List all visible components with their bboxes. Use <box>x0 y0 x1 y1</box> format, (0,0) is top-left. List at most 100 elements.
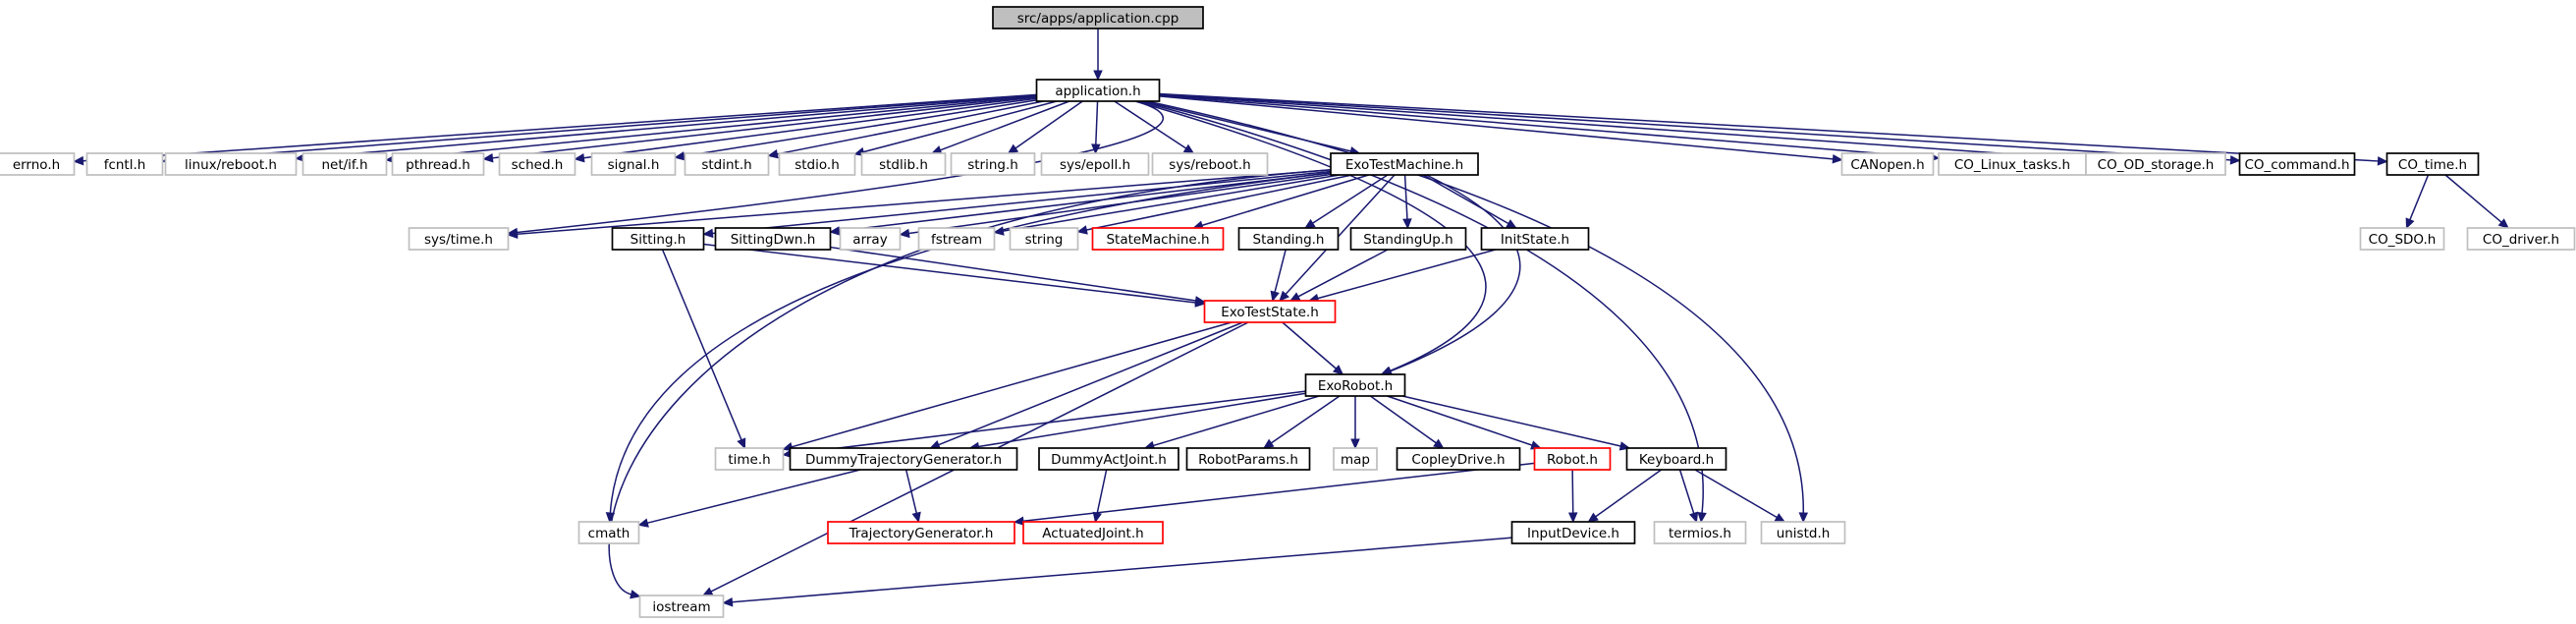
node-box <box>2085 152 2226 176</box>
node-dummyactjoint-h[interactable]: DummyActJoint.h <box>1038 447 1179 471</box>
node-label: stdint.h <box>701 157 751 173</box>
edge-application-h-to-co-command-h <box>1159 93 2241 165</box>
node-trajectorygenerator-h[interactable]: TrajectoryGenerator.h <box>827 521 1015 544</box>
node-box <box>684 152 770 176</box>
node-box <box>1349 227 1467 251</box>
arrowhead <box>2405 217 2415 230</box>
node-robot-h[interactable]: Robot.h <box>1533 447 1612 471</box>
edge-line <box>777 100 1044 155</box>
edge-line <box>647 469 861 524</box>
node-label: linux/reboot.h <box>185 157 277 173</box>
arrowhead <box>1194 296 1206 306</box>
node-label: InitState.h <box>1501 232 1569 248</box>
node-label: string <box>1025 232 1064 248</box>
node-box <box>950 152 1036 176</box>
node-co-time-h[interactable]: CO_time.h <box>2385 152 2480 176</box>
node-string-h: string.h <box>950 152 1036 176</box>
node-label: CO_OD_storage.h <box>2098 157 2215 173</box>
edge-line <box>1571 469 1574 514</box>
edge-line <box>1282 321 1337 369</box>
arrowhead <box>482 153 494 163</box>
node-label: ActuatedJoint.h <box>1042 526 1143 541</box>
node-label: DummyActJoint.h <box>1051 452 1167 468</box>
node-label: Robot.h <box>1547 452 1598 468</box>
node-co-od-storage-h: CO_OD_storage.h <box>2085 152 2226 176</box>
edge-application-h-to-co-time-h <box>1159 92 2388 166</box>
node-cmath: cmath <box>577 521 640 544</box>
edge-dummytrajectorygenerator-h-to-cmath <box>637 469 861 528</box>
edge-exotestmachine-h-to-exoteststate-h <box>1279 174 1396 302</box>
edge-application-h-to-signal-h <box>674 99 1037 161</box>
edge-line <box>904 469 917 514</box>
graph-edges <box>73 28 2509 607</box>
arrowhead <box>1689 511 1699 524</box>
arrowhead <box>1774 513 1786 523</box>
node-fstream: fstream <box>917 227 996 251</box>
node-standing-h[interactable]: Standing.h <box>1237 227 1340 251</box>
node-label: sys/reboot.h <box>1169 157 1250 173</box>
node-stdio-h: stdio.h <box>778 152 856 176</box>
node-box <box>839 227 902 251</box>
node-box <box>0 152 76 176</box>
edge-exorobot-h-to-dummytrajectorygenerator-h <box>968 392 1306 452</box>
edge-line <box>304 94 1037 159</box>
node-box <box>1840 152 1935 176</box>
node-robotparams-h[interactable]: RobotParams.h <box>1185 447 1311 471</box>
node-actuatedjoint-h[interactable]: ActuatedJoint.h <box>1022 521 1164 544</box>
node-box <box>301 152 388 176</box>
node-application-h[interactable]: application.h <box>1035 79 1161 102</box>
edge-application-h-to-co-od-storage-h <box>1159 93 2088 164</box>
node-inputdevice-h[interactable]: InputDevice.h <box>1510 521 1636 544</box>
edge-application-h-to-canopen-h <box>1159 95 1843 164</box>
node-label: CO_SDO.h <box>2369 232 2437 248</box>
node-label: src/apps/application.cpp <box>1017 11 1179 27</box>
node-dummytrajectorygenerator-h[interactable]: DummyTrajectoryGenerator.h <box>789 447 1018 471</box>
node-exoteststate-h[interactable]: ExoTestState.h <box>1203 300 1337 323</box>
node-box <box>2359 227 2445 251</box>
node-keyboard-h[interactable]: Keyboard.h <box>1625 447 1727 471</box>
edge-line <box>1159 95 1834 160</box>
edge-sittingdwn-h-to-exoteststate-h <box>830 246 1206 306</box>
node-box <box>1760 521 1846 544</box>
node-exorobot-h[interactable]: ExoRobot.h <box>1304 373 1406 397</box>
node-copleydrive-h[interactable]: CopleyDrive.h <box>1396 447 1521 471</box>
node-box <box>638 595 725 618</box>
edge-exoteststate-h-to-exorobot-h <box>1282 321 1344 375</box>
edge-line <box>1095 100 1099 145</box>
node-src-apps-application-cpp[interactable]: src/apps/application.cpp <box>992 6 1204 29</box>
node-box <box>611 227 705 251</box>
edge-sitting-h-to-exoteststate-h <box>703 243 1206 308</box>
node-box <box>1035 79 1161 102</box>
node-label: ExoTestMachine.h <box>1345 157 1463 173</box>
node-co-sdo-h: CO_SDO.h <box>2359 227 2445 251</box>
node-box <box>1237 227 1340 251</box>
edge-line <box>1147 100 1805 514</box>
node-box <box>408 227 510 251</box>
arrowhead <box>1567 512 1578 524</box>
edge-line <box>517 169 1332 236</box>
node-co-command-h[interactable]: CO_command.h <box>2238 152 2356 176</box>
edge-line <box>1159 94 1931 158</box>
edge-dummyactjoint-h-to-actuatedjoint-h <box>1092 469 1108 524</box>
arrowhead <box>1279 290 1289 302</box>
arrowhead <box>630 590 641 599</box>
edge-application-h-to-sys-epoll-h <box>1091 100 1101 155</box>
node-label: CO_driver.h <box>2483 232 2559 248</box>
node-box <box>2238 152 2356 176</box>
node-box <box>391 152 485 176</box>
node-box <box>778 152 856 176</box>
node-sitting-h[interactable]: Sitting.h <box>611 227 705 251</box>
edge-line <box>1159 92 2379 162</box>
node-box <box>917 227 996 251</box>
node-exotestmachine-h[interactable]: ExoTestMachine.h <box>1330 152 1479 176</box>
node-initstate-h[interactable]: InitState.h <box>1480 227 1590 251</box>
node-statemachine-h[interactable]: StateMachine.h <box>1091 227 1225 251</box>
node-sittingdwn-h[interactable]: SittingDwn.h <box>714 227 832 251</box>
node-termios-h: termios.h <box>1653 521 1747 544</box>
node-box <box>1040 152 1150 176</box>
node-box <box>1009 227 1079 251</box>
node-standingup-h[interactable]: StandingUp.h <box>1349 227 1467 251</box>
node-label: string.h <box>967 157 1018 173</box>
arrowhead <box>507 229 519 240</box>
arrowhead <box>1332 365 1344 375</box>
